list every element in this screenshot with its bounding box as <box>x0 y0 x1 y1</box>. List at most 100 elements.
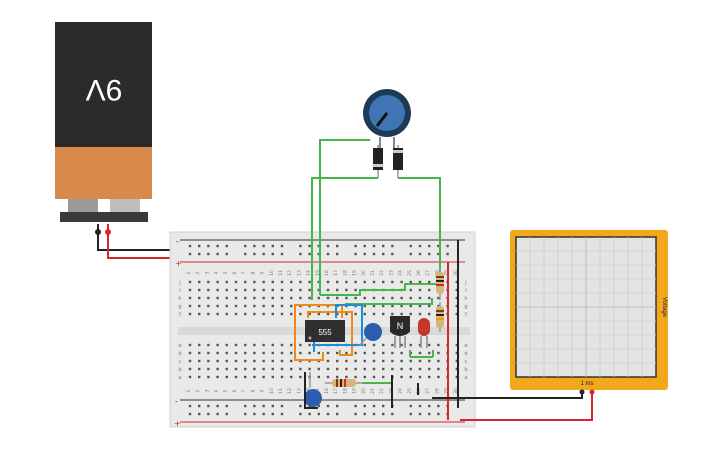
breadboard-hole[interactable] <box>354 412 357 416</box>
breadboard-hole[interactable] <box>198 412 201 416</box>
breadboard-hole[interactable] <box>326 412 330 416</box>
breadboard-hole[interactable] <box>271 375 274 379</box>
breadboard-hole[interactable] <box>409 375 412 379</box>
scope-probe-neg-icon[interactable] <box>579 389 585 395</box>
breadboard-hole[interactable] <box>372 296 376 300</box>
breadboard-hole[interactable] <box>216 404 219 408</box>
breadboard-hole[interactable] <box>391 304 394 308</box>
breadboard-hole[interactable] <box>382 404 385 408</box>
breadboard-hole[interactable] <box>198 367 201 371</box>
breadboard-hole[interactable] <box>225 296 228 300</box>
breadboard-hole[interactable] <box>216 375 219 379</box>
breadboard-hole[interactable] <box>418 412 422 416</box>
breadboard-hole[interactable] <box>354 359 357 363</box>
breadboard-hole[interactable] <box>280 404 284 408</box>
breadboard-hole[interactable] <box>280 244 284 248</box>
breadboard-hole[interactable] <box>345 359 348 363</box>
breadboard-hole[interactable] <box>234 359 238 363</box>
breadboard-hole[interactable] <box>354 375 357 379</box>
breadboard-hole[interactable] <box>437 375 440 379</box>
breadboard-hole[interactable] <box>207 351 210 355</box>
breadboard-hole[interactable] <box>299 351 302 355</box>
breadboard-hole[interactable] <box>253 252 256 256</box>
resistor-vertical-mid[interactable] <box>436 302 444 332</box>
breadboard-hole[interactable] <box>382 244 385 248</box>
breadboard-hole[interactable] <box>409 404 412 408</box>
potentiometer[interactable] <box>363 89 411 150</box>
breadboard-hole[interactable] <box>216 359 219 363</box>
breadboard-hole[interactable] <box>382 252 385 256</box>
breadboard-hole[interactable] <box>299 343 302 347</box>
wire-battery-positive[interactable] <box>107 224 180 259</box>
breadboard-hole[interactable] <box>372 351 376 355</box>
breadboard-hole[interactable] <box>290 296 293 300</box>
breadboard-hole[interactable] <box>409 312 412 316</box>
breadboard-hole[interactable] <box>326 404 330 408</box>
breadboard-hole[interactable] <box>345 351 348 355</box>
breadboard-hole[interactable] <box>188 312 192 316</box>
breadboard-hole[interactable] <box>198 288 201 292</box>
breadboard-hole[interactable] <box>271 244 274 248</box>
breadboard-hole[interactable] <box>336 367 339 371</box>
breadboard-hole[interactable] <box>326 359 330 363</box>
battery-terminal-neg[interactable] <box>68 199 98 213</box>
breadboard-hole[interactable] <box>244 244 247 248</box>
breadboard-hole[interactable] <box>336 252 339 256</box>
breadboard-hole[interactable] <box>234 304 238 308</box>
breadboard-hole[interactable] <box>372 375 376 379</box>
breadboard-hole[interactable] <box>188 404 192 408</box>
breadboard-hole[interactable] <box>428 404 431 408</box>
breadboard-hole[interactable] <box>363 244 366 248</box>
wire-black-gnd[interactable] <box>304 372 318 409</box>
breadboard-hole[interactable] <box>326 296 330 300</box>
breadboard-hole[interactable] <box>308 312 311 316</box>
breadboard-hole[interactable] <box>391 359 394 363</box>
breadboard-hole[interactable] <box>382 351 385 355</box>
breadboard-hole[interactable] <box>216 252 219 256</box>
breadboard-hole[interactable] <box>418 375 422 379</box>
breadboard-hole[interactable] <box>437 252 440 256</box>
breadboard-hole[interactable] <box>317 288 320 292</box>
breadboard-hole[interactable] <box>354 351 357 355</box>
breadboard-hole[interactable] <box>225 343 228 347</box>
breadboard-hole[interactable] <box>326 351 330 355</box>
breadboard-hole[interactable] <box>354 280 357 284</box>
breadboard-hole[interactable] <box>345 367 348 371</box>
breadboard-hole[interactable] <box>409 296 412 300</box>
breadboard-hole[interactable] <box>391 367 394 371</box>
breadboard-hole[interactable] <box>363 375 366 379</box>
breadboard-hole[interactable] <box>418 296 422 300</box>
breadboard-hole[interactable] <box>280 312 284 316</box>
breadboard-hole[interactable] <box>262 343 265 347</box>
breadboard-hole[interactable] <box>271 252 274 256</box>
breadboard-hole[interactable] <box>188 252 192 256</box>
breadboard-hole[interactable] <box>336 244 339 248</box>
breadboard-hole[interactable] <box>271 404 274 408</box>
breadboard-hole[interactable] <box>225 351 228 355</box>
breadboard-hole[interactable] <box>345 288 348 292</box>
breadboard-hole[interactable] <box>290 367 293 371</box>
breadboard-hole[interactable] <box>418 304 422 308</box>
breadboard-hole[interactable] <box>345 375 348 379</box>
breadboard-hole[interactable] <box>225 244 228 248</box>
breadboard-hole[interactable] <box>317 296 320 300</box>
breadboard-hole[interactable] <box>198 359 201 363</box>
breadboard-hole[interactable] <box>216 280 219 284</box>
breadboard-hole[interactable] <box>308 367 311 371</box>
breadboard-hole[interactable] <box>391 244 394 248</box>
breadboard-hole[interactable] <box>290 312 293 316</box>
breadboard-hole[interactable] <box>308 343 311 347</box>
breadboard-hole[interactable] <box>244 412 247 416</box>
breadboard-hole[interactable] <box>336 288 339 292</box>
breadboard-hole[interactable] <box>418 343 422 347</box>
breadboard-hole[interactable] <box>354 312 357 316</box>
breadboard-hole[interactable] <box>198 404 201 408</box>
resistor-vertical-top[interactable] <box>436 268 444 300</box>
breadboard-hole[interactable] <box>455 351 458 355</box>
breadboard-hole[interactable] <box>400 280 403 284</box>
breadboard-hole[interactable] <box>198 280 201 284</box>
breadboard-hole[interactable] <box>299 252 302 256</box>
breadboard-hole[interactable] <box>262 351 265 355</box>
breadboard-hole[interactable] <box>280 288 284 292</box>
battery-9v[interactable]: 9V <box>55 22 152 222</box>
